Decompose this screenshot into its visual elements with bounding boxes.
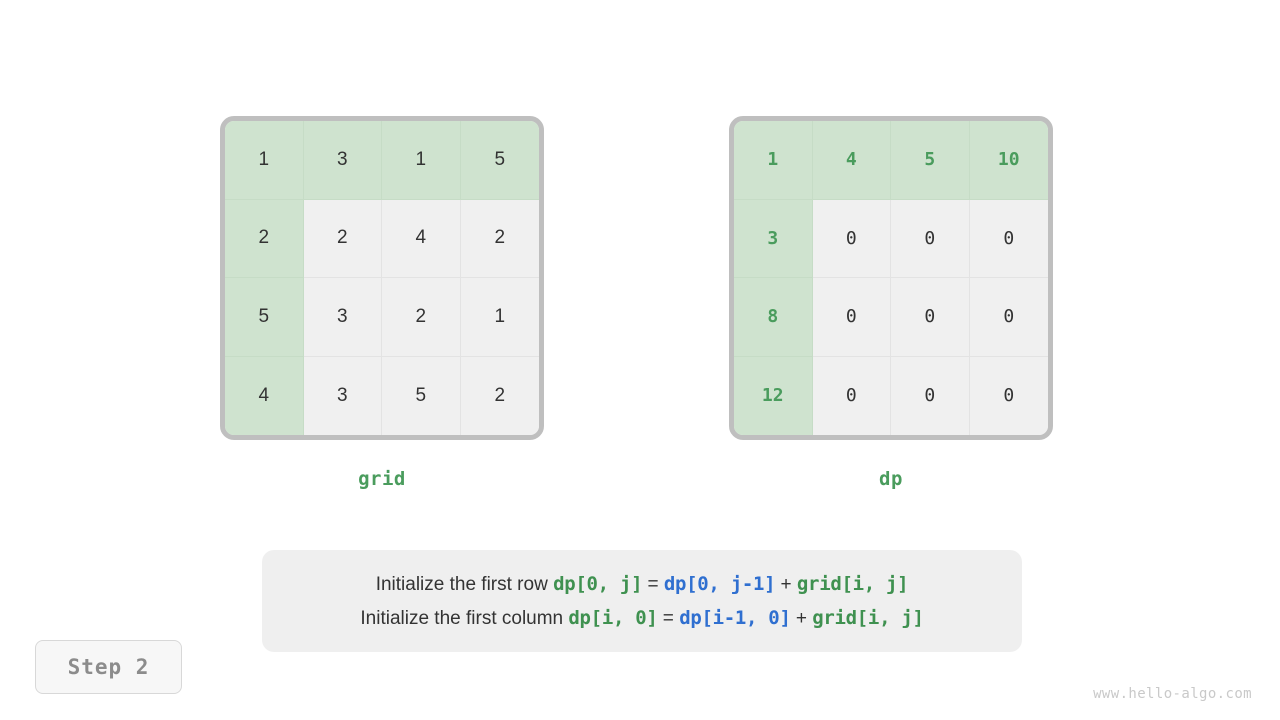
grid-cell-2-2: 2	[382, 278, 461, 357]
grid-matrix-container: 1 3 1 5 2 2 4 2 5 3 2 1 4 3 5 2	[220, 116, 544, 440]
formula-rhs1-first-row: dp[0, j-1]	[663, 572, 776, 595]
grid-cell-3-1: 3	[303, 356, 382, 435]
grid-cell-1-0: 2	[225, 199, 304, 278]
grid-cell-2-1: 3	[303, 278, 382, 357]
dp-cell-2-1: 0	[812, 278, 891, 357]
formula-plus-first-column: +	[790, 607, 813, 629]
grid-cell-3-2: 5	[382, 356, 461, 435]
watermark: www.hello-algo.com	[1093, 686, 1252, 702]
dp-cell-2-2: 0	[891, 278, 970, 357]
dp-cell-0-1: 4	[812, 121, 891, 200]
dp-cell-3-3: 0	[969, 356, 1048, 435]
grid-cell-1-2: 4	[382, 199, 461, 278]
step-badge: Step 2	[35, 640, 182, 694]
formula-lhs-first-row: dp[0, j]	[553, 572, 643, 595]
dp-cell-1-3: 0	[969, 199, 1048, 278]
dp-cell-3-1: 0	[812, 356, 891, 435]
dp-cell-1-0: 3	[734, 199, 813, 278]
grid-cell-0-2: 1	[382, 121, 461, 200]
dp-cell-0-3: 10	[969, 121, 1048, 200]
grid-cell-3-3: 2	[460, 356, 539, 435]
dp-cell-1-1: 0	[812, 199, 891, 278]
dp-matrix-caption: dp	[879, 468, 903, 490]
dp-cell-2-3: 0	[969, 278, 1048, 357]
formula-plus-first-row: +	[775, 573, 797, 595]
grid-cell-2-0: 5	[225, 278, 304, 357]
grid-cell-0-0: 1	[225, 121, 304, 200]
formula-equals-first-row: =	[642, 573, 664, 595]
grid-cell-0-1: 3	[303, 121, 382, 200]
formula-line-first-row: Initialize the first row dp[0, j] = dp[0…	[376, 573, 909, 596]
formula-rhs1-first-column: dp[i-1, 0]	[679, 606, 791, 629]
formula-equals-first-column: =	[657, 607, 680, 629]
dp-cell-3-0: 12	[734, 356, 813, 435]
dp-cell-3-2: 0	[891, 356, 970, 435]
dp-cell-0-0: 1	[734, 121, 813, 200]
formula-rhs2-first-column: grid[i, j]	[812, 606, 924, 629]
grid-cell-3-0: 4	[225, 356, 304, 435]
grid-cell-2-3: 1	[460, 278, 539, 357]
dp-cell-0-2: 5	[891, 121, 970, 200]
grid-matrix-caption: grid	[358, 468, 406, 490]
dp-cell-2-0: 8	[734, 278, 813, 357]
formula-label-first-column: Initialize the first column	[360, 607, 569, 629]
dp-cell-1-2: 0	[891, 199, 970, 278]
dp-matrix-container: 1 4 5 10 3 0 0 0 8 0 0 0 12 0 0 0	[729, 116, 1053, 440]
formula-lhs-first-column: dp[i, 0]	[568, 606, 658, 629]
formula-rhs2-first-row: grid[i, j]	[796, 572, 909, 595]
grid-cell-1-1: 2	[303, 199, 382, 278]
formula-label-first-row: Initialize the first row	[375, 573, 554, 595]
grid-matrix: 1 3 1 5 2 2 4 2 5 3 2 1 4 3 5 2	[220, 116, 544, 440]
formula-panel: Initialize the first row dp[0, j] = dp[0…	[262, 550, 1022, 652]
dp-matrix: 1 4 5 10 3 0 0 0 8 0 0 0 12 0 0 0	[729, 116, 1053, 440]
grid-cell-1-3: 2	[460, 199, 539, 278]
grid-cell-0-3: 5	[460, 121, 539, 200]
formula-line-first-column: Initialize the first column dp[i, 0] = d…	[360, 606, 924, 630]
